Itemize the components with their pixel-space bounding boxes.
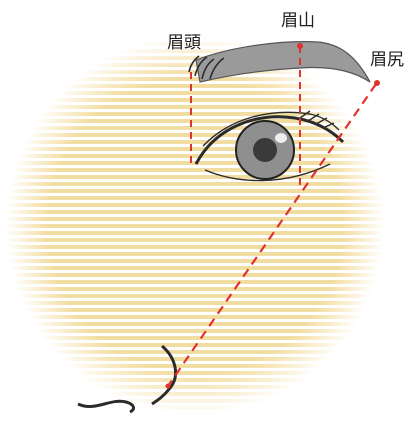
eyebrow-peak-dot xyxy=(297,43,303,49)
eyebrow-tail-dot xyxy=(374,80,380,86)
pupil xyxy=(253,138,277,162)
label-eyebrow-tail: 眉尻 xyxy=(370,50,404,70)
label-eyebrow-peak: 眉山 xyxy=(281,11,315,31)
label-eyebrow-head: 眉頭 xyxy=(167,33,201,53)
nose-dot xyxy=(166,384,171,389)
